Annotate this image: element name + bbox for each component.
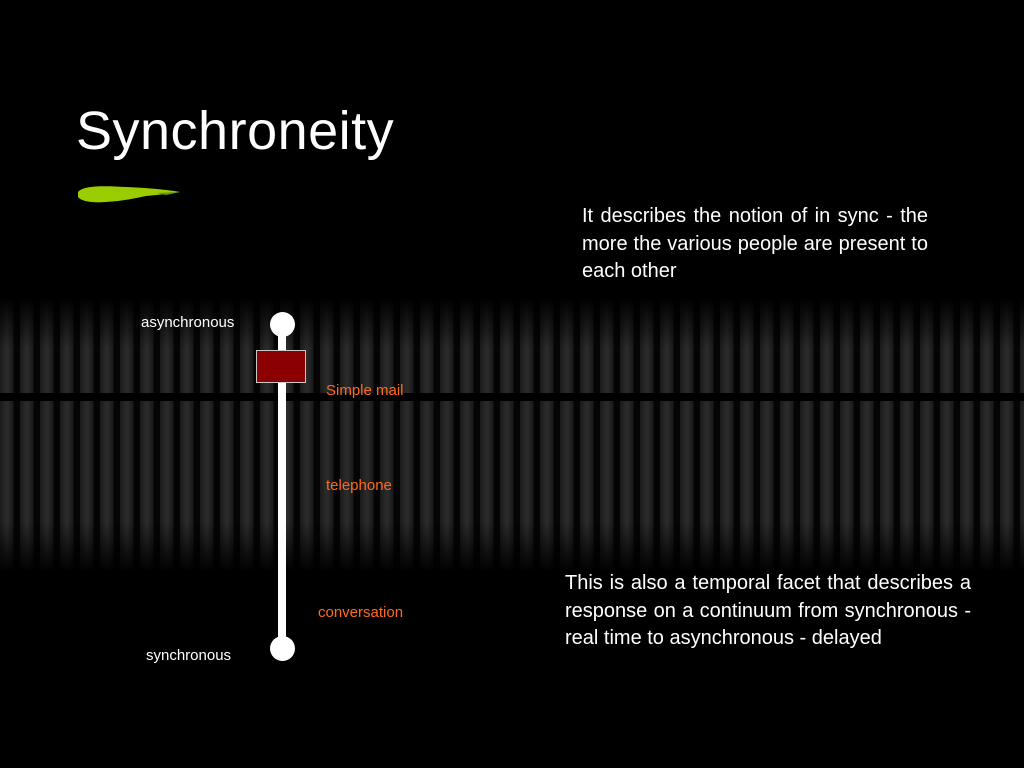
scale-top-knob [270,312,295,337]
point-label-telephone: telephone [326,477,392,494]
scale-line [278,325,286,649]
scale-bottom-knob [270,636,295,661]
description-top: It describes the notion of in sync - the… [582,205,928,282]
scale-top-label: asynchronous [141,314,235,331]
striped-band-background [0,300,1024,570]
point-label-simple-mail: Simple mail [326,382,404,399]
brush-stroke-decoration [78,186,180,203]
scale-marker [256,350,306,383]
scale-bottom-label: synchronous [146,647,232,664]
slide-title: Synchroneity [76,101,395,161]
band-divider [0,393,1024,401]
point-label-conversation: conversation [318,604,404,621]
description-bottom: This is also a temporal facet that descr… [565,572,971,649]
